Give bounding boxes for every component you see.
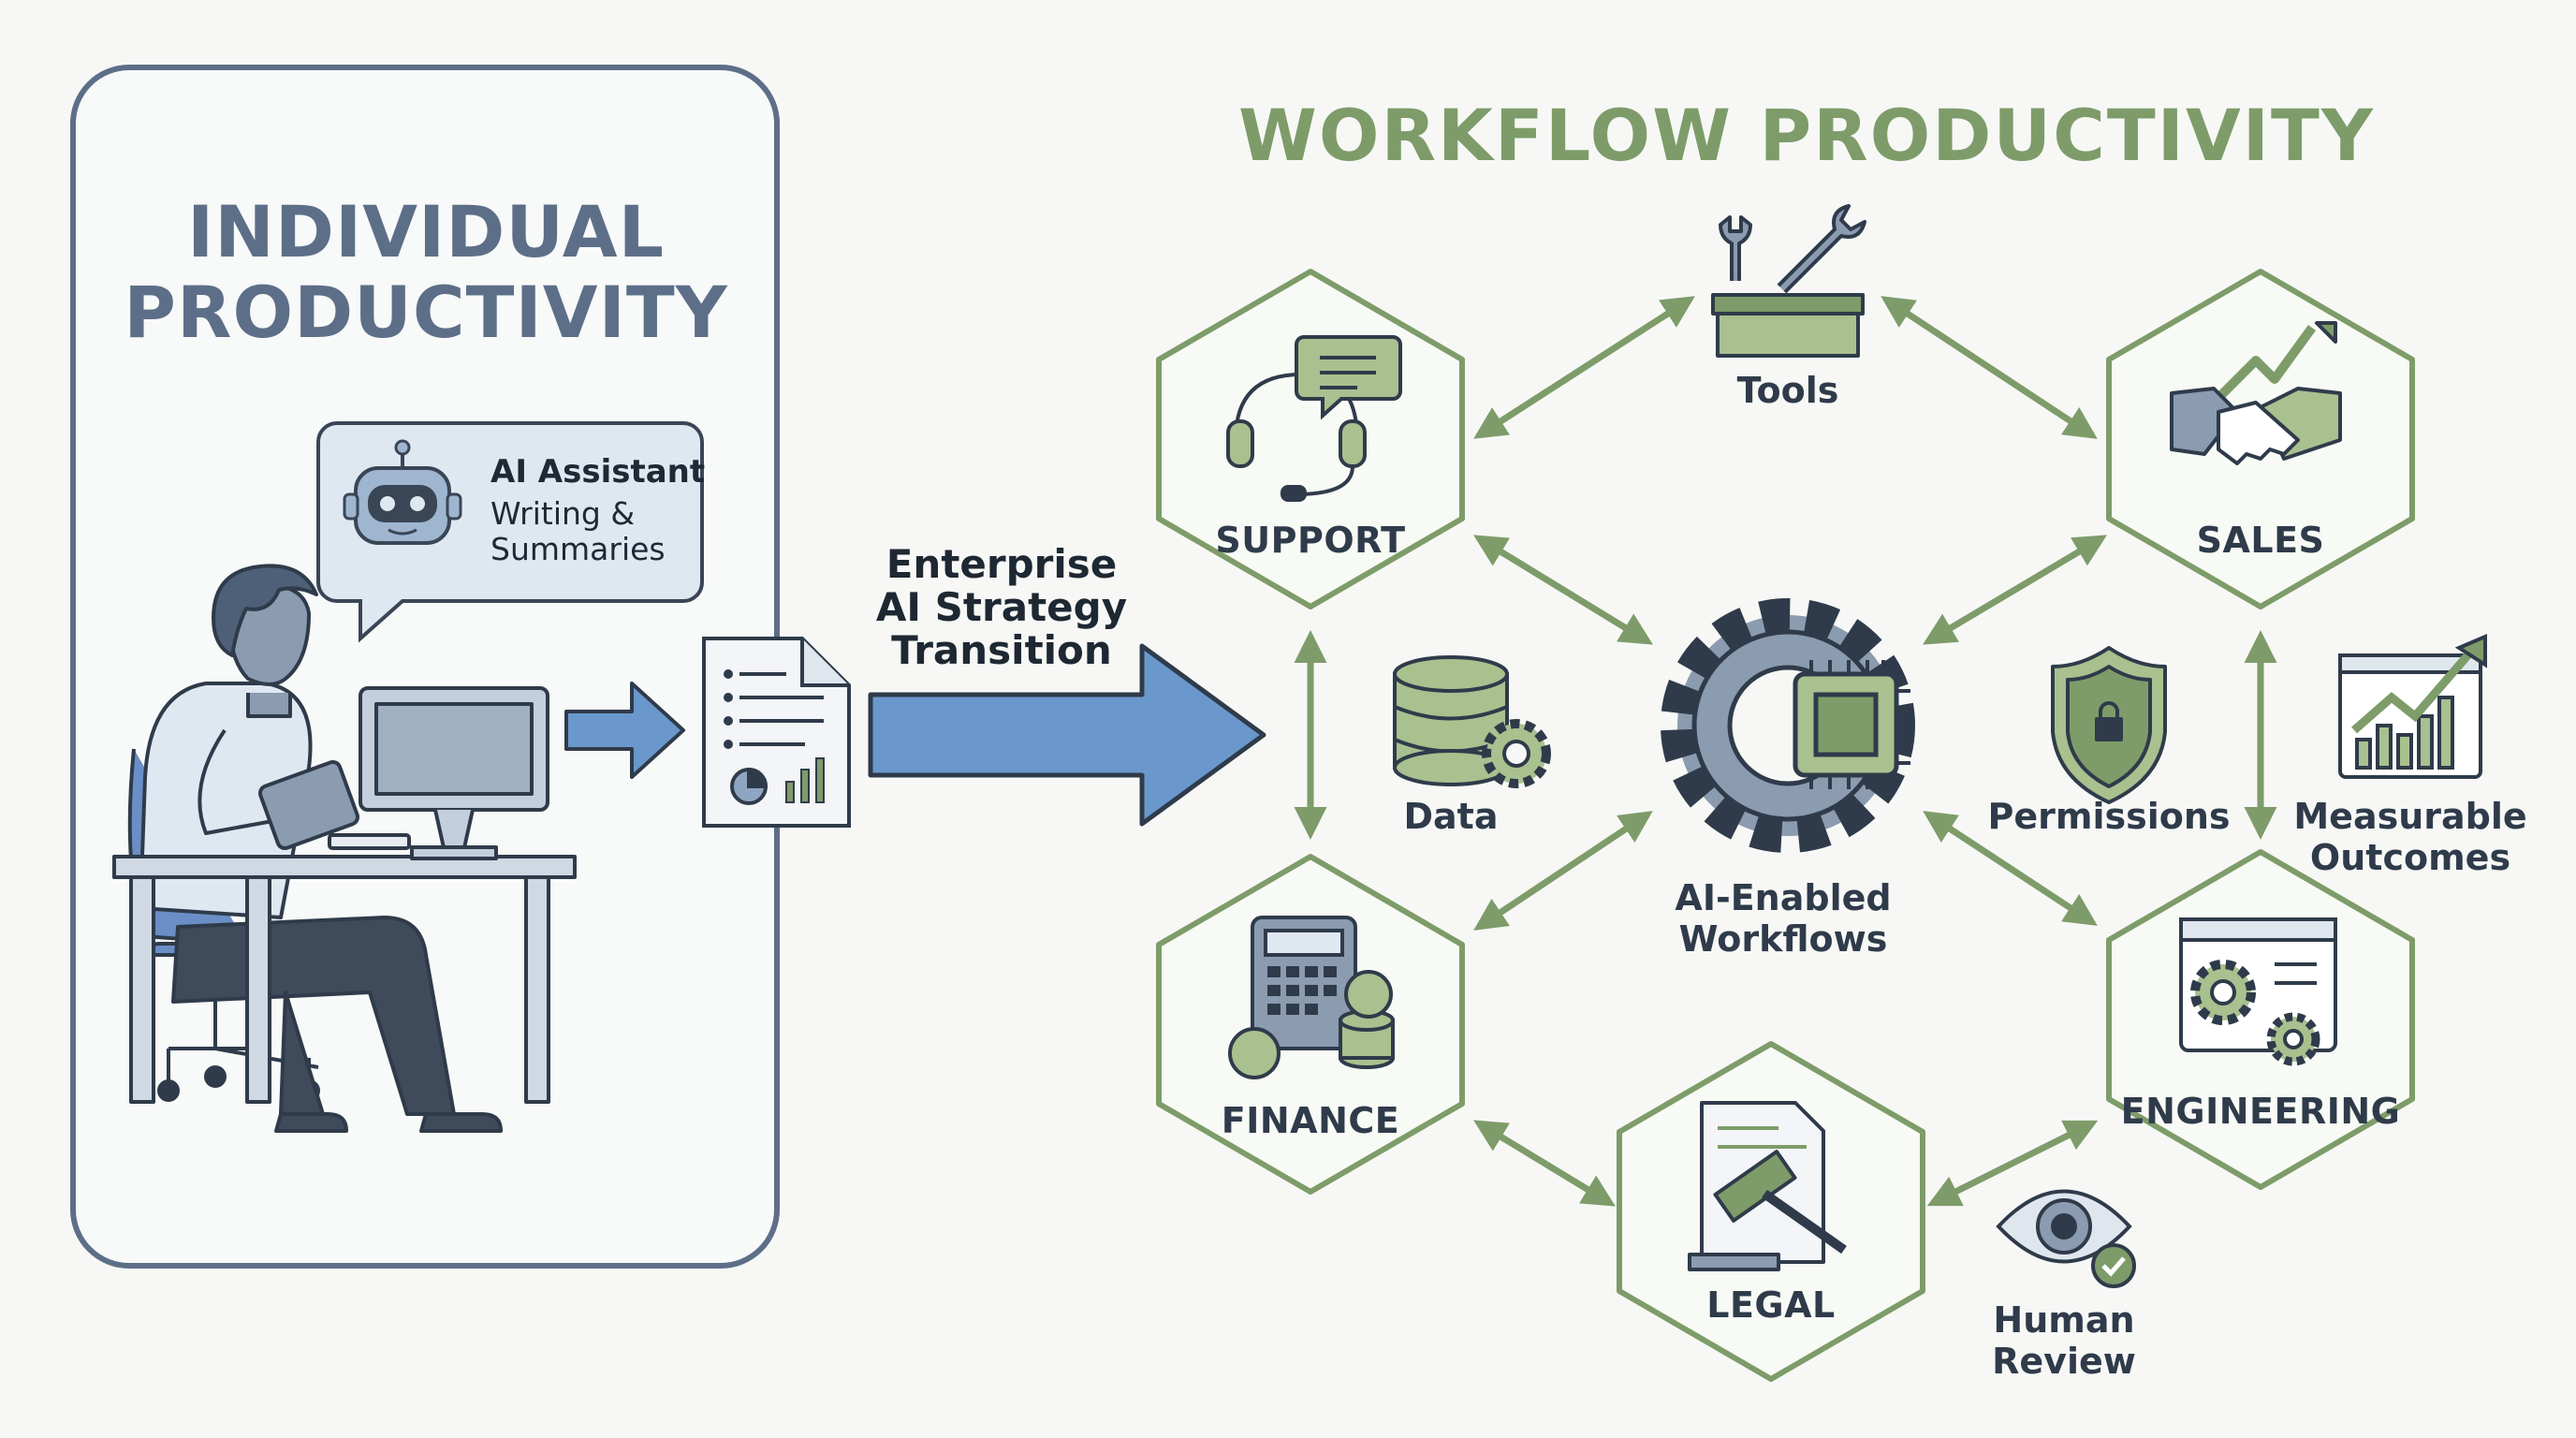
person-at-desk-illustration xyxy=(112,564,577,1133)
bubble-title: AI Assistant xyxy=(490,453,706,491)
hub-line-1: AI-Enabled xyxy=(1675,877,1892,918)
individual-productivity-title: INDIVIDUAL PRODUCTIVITY xyxy=(124,192,728,353)
output-arrow xyxy=(564,682,685,779)
hex-support xyxy=(1156,269,1465,609)
ai-assistant-bubble xyxy=(316,421,704,643)
eye-check-icon xyxy=(1996,1189,2136,1288)
gavel-document-icon xyxy=(1688,1101,1847,1271)
growth-chart-icon xyxy=(2338,633,2487,779)
finance-label: FINANCE xyxy=(1221,1100,1400,1141)
title-line-1: INDIVIDUAL xyxy=(186,190,666,273)
outcomes-line-1: Measurable xyxy=(2293,796,2527,837)
title-line-2: PRODUCTIVITY xyxy=(124,271,728,354)
hex-finance xyxy=(1156,854,1465,1195)
database-gear-icon xyxy=(1393,655,1551,788)
calculator-coins-icon xyxy=(1228,916,1395,1079)
sales-label: SALES xyxy=(2196,520,2325,561)
review-line-2: Review xyxy=(1992,1341,2136,1382)
transition-label: Enterprise AI Strategy Transition xyxy=(876,543,1127,672)
robot-icon xyxy=(343,439,462,545)
hex-legal xyxy=(1617,1041,1925,1382)
transition-line-2: AI Strategy xyxy=(875,584,1128,630)
handshake-growth-icon xyxy=(2170,321,2342,465)
human-review-label: Human Review xyxy=(1992,1299,2136,1382)
transition-line-3: Transition xyxy=(891,627,1112,673)
transition-arrow xyxy=(868,643,1266,827)
headset-chat-icon xyxy=(1226,335,1402,502)
outcomes-line-2: Outcomes xyxy=(2309,837,2511,878)
workflow-connectors xyxy=(1294,296,2277,1207)
permissions-label: Permissions xyxy=(1987,796,2231,837)
data-label: Data xyxy=(1403,796,1499,837)
outcomes-label: Measurable Outcomes xyxy=(2293,796,2526,878)
hub-line-2: Workflows xyxy=(1678,918,1888,960)
transition-line-1: Enterprise xyxy=(886,541,1118,587)
toolbox-icon xyxy=(1711,204,1866,358)
hex-engineering xyxy=(2106,849,2415,1190)
hub-label: AI-Enabled Workflows xyxy=(1675,877,1891,960)
engineering-label: ENGINEERING xyxy=(2120,1091,2401,1132)
hex-sales xyxy=(2106,269,2415,609)
shield-lock-icon xyxy=(2051,646,2167,804)
legal-label: LEGAL xyxy=(1706,1284,1836,1326)
gears-window-icon xyxy=(2179,917,2337,1066)
review-line-1: Human xyxy=(1993,1299,2135,1341)
workflow-productivity-title: WORKFLOW PRODUCTIVITY xyxy=(1238,94,2375,177)
ai-hub-icon xyxy=(1661,598,1915,853)
tools-label: Tools xyxy=(1736,370,1839,411)
support-label: SUPPORT xyxy=(1215,520,1406,561)
document-report-icon xyxy=(702,637,851,828)
bubble-subtitle: Writing & Summaries xyxy=(490,495,666,567)
